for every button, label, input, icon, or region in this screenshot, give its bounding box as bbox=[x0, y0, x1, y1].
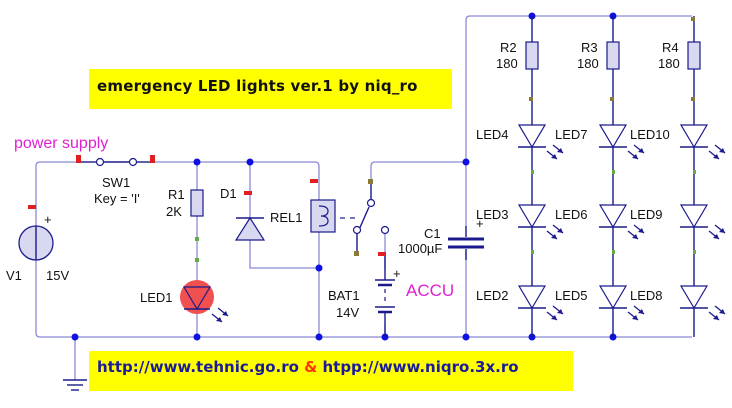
svg-text:+: + bbox=[476, 216, 484, 231]
battery-bat1[interactable]: + BAT1 14V bbox=[328, 252, 401, 337]
r2-ref: R2 bbox=[500, 40, 517, 55]
link-niqro[interactable]: htpp://www.niqro.3x.ro bbox=[322, 358, 519, 376]
led7-ref: LED7 bbox=[555, 127, 588, 142]
v1-value: 15V bbox=[46, 268, 69, 283]
r4-ref: R4 bbox=[662, 40, 679, 55]
led10-ref: LED10 bbox=[630, 127, 670, 142]
led-led2[interactable]: LED2 bbox=[476, 285, 564, 321]
r1-value: 2K bbox=[166, 204, 182, 219]
r4-value: 180 bbox=[658, 56, 680, 71]
led-led5[interactable]: LED5 bbox=[555, 285, 645, 321]
switch-sw1[interactable]: SW1 Key = 'I' bbox=[76, 155, 155, 206]
led-led8[interactable]: LED8 bbox=[630, 285, 726, 321]
bat1-ref: BAT1 bbox=[328, 288, 360, 303]
led-led4[interactable]: LED4 bbox=[476, 124, 564, 160]
title-banner bbox=[89, 69, 452, 109]
links-line: http://www.tehnic.go.ro & htpp://www.niq… bbox=[97, 358, 519, 376]
sw1-value: Key = 'I' bbox=[94, 191, 140, 206]
led-led7[interactable]: LED7 bbox=[555, 124, 645, 160]
r1-ref: R1 bbox=[168, 187, 185, 202]
sw1-ref: SW1 bbox=[102, 175, 130, 190]
r3-value: 180 bbox=[577, 56, 599, 71]
svg-text:+: + bbox=[393, 266, 401, 281]
svg-text:+: + bbox=[44, 212, 52, 227]
voltage-source-v1[interactable]: + V1 15V bbox=[6, 205, 69, 283]
relay-rel1[interactable]: REL1 bbox=[270, 179, 390, 256]
led-led3[interactable]: LED3 bbox=[476, 204, 564, 240]
led9-ref: LED9 bbox=[630, 207, 663, 222]
diode-d1[interactable]: D1 bbox=[220, 186, 266, 241]
c1-value: 1000µF bbox=[398, 241, 442, 256]
led6-ref: LED6 bbox=[555, 207, 588, 222]
r3-ref: R3 bbox=[581, 40, 598, 55]
bat1-value: 14V bbox=[336, 305, 359, 320]
led-led10[interactable]: LED10 bbox=[630, 124, 726, 160]
led8-ref: LED8 bbox=[630, 288, 663, 303]
rel1-ref: REL1 bbox=[270, 210, 303, 225]
led2-ref: LED2 bbox=[476, 288, 509, 303]
c1-ref: C1 bbox=[424, 226, 441, 241]
led4-ref: LED4 bbox=[476, 127, 509, 142]
led1-ref: LED1 bbox=[140, 290, 173, 305]
v1-ref: V1 bbox=[6, 268, 22, 283]
led3-ref: LED3 bbox=[476, 207, 509, 222]
led-strings: R2180LED4LED3LED2R3180LED7LED6LED5R4180L… bbox=[476, 16, 726, 337]
d1-ref: D1 bbox=[220, 186, 237, 201]
accu-annotation: ACCU bbox=[406, 281, 455, 300]
r2-value: 180 bbox=[496, 56, 518, 71]
led-led1[interactable]: LED1 bbox=[140, 280, 229, 323]
led-led6[interactable]: LED6 bbox=[555, 204, 645, 240]
capacitor-c1[interactable]: + C1 1000µF bbox=[398, 216, 484, 260]
diagram-title: emergency LED lights ver.1 by niq_ro bbox=[97, 77, 418, 95]
link-separator: & bbox=[304, 358, 318, 376]
led-led9[interactable]: LED9 bbox=[630, 204, 726, 240]
link-tehnic[interactable]: http://www.tehnic.go.ro bbox=[97, 358, 299, 376]
power-supply-annotation: power supply bbox=[14, 135, 109, 152]
ground-symbol bbox=[63, 379, 87, 391]
led5-ref: LED5 bbox=[555, 288, 588, 303]
links-banner bbox=[89, 351, 573, 391]
resistor-r1[interactable]: R1 2K bbox=[166, 187, 204, 262]
